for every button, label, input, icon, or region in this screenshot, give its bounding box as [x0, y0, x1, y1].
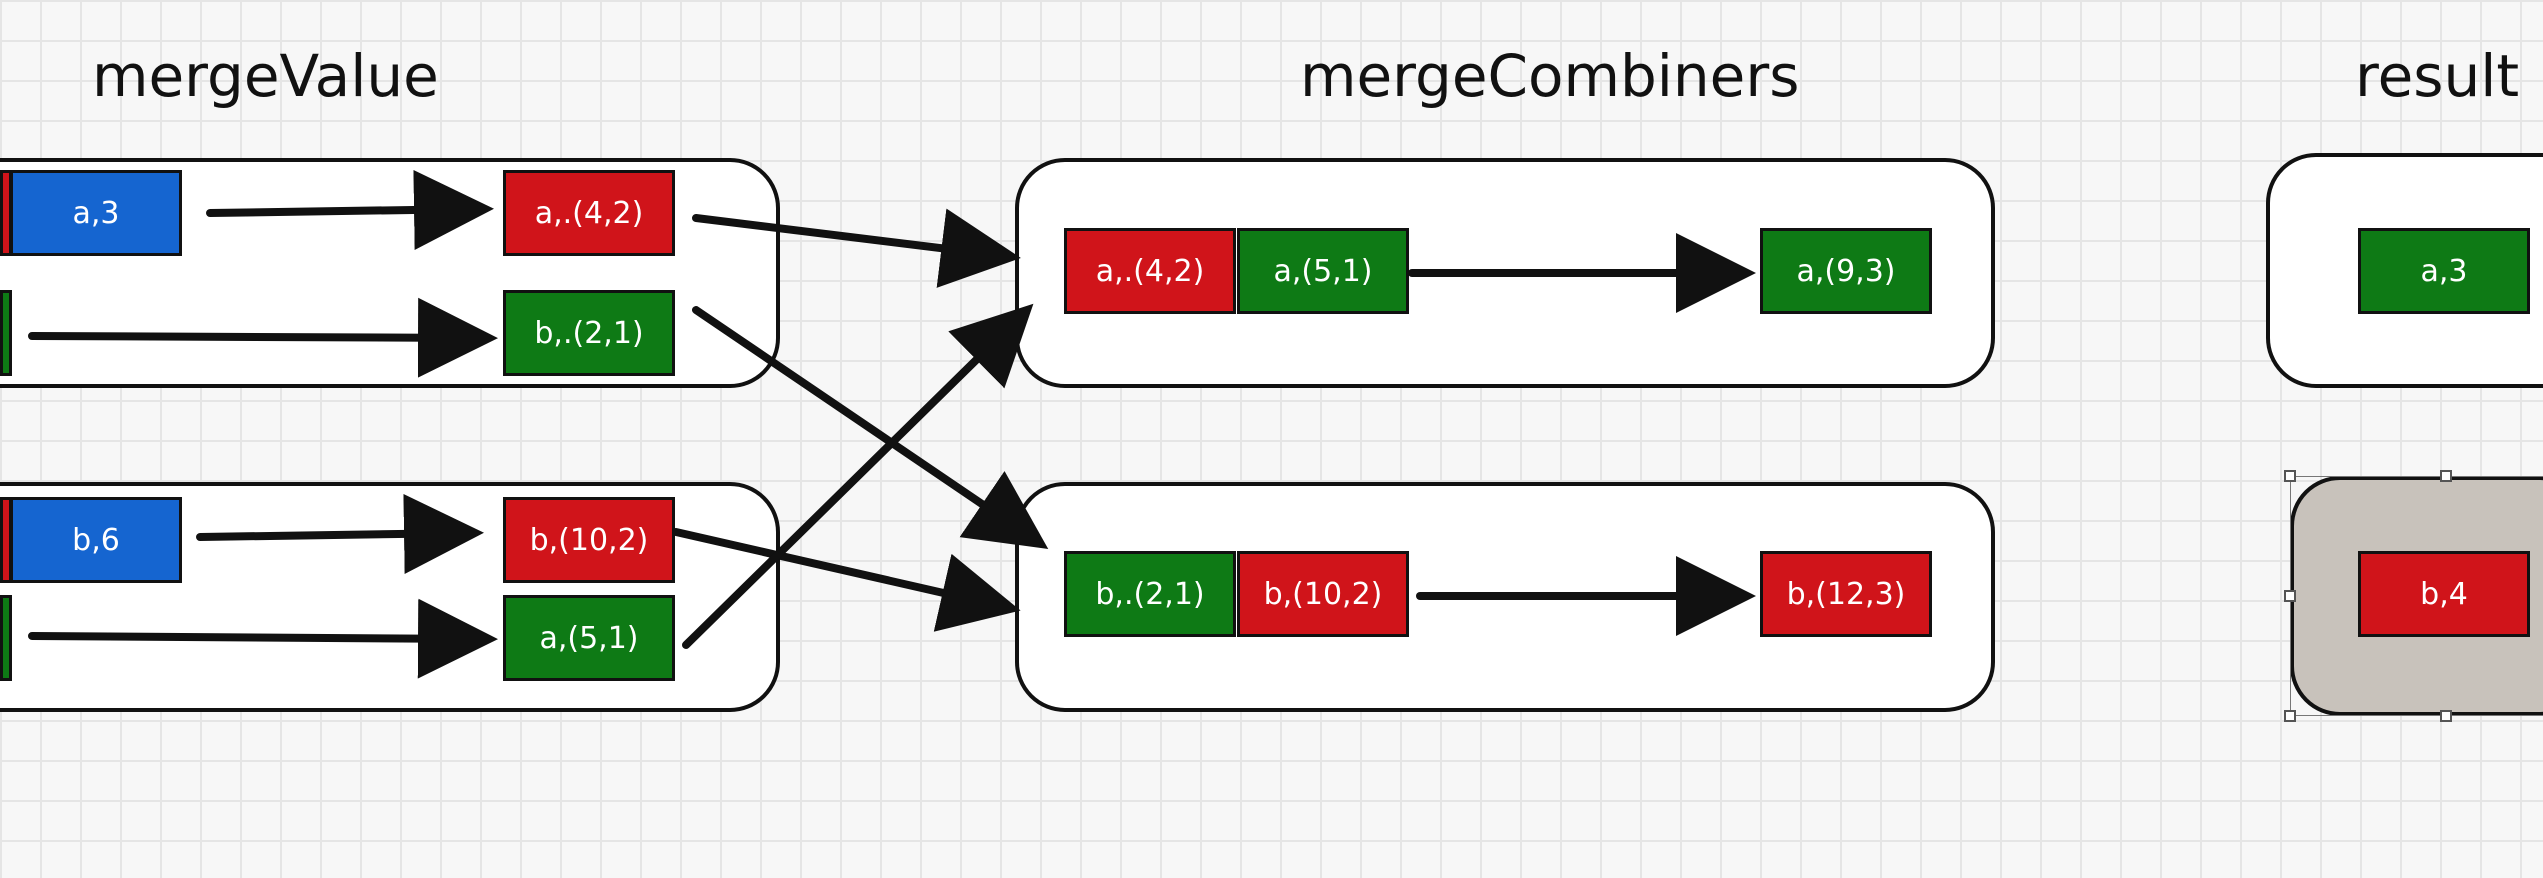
merge-value-output-a-cell[interactable]: a,.(4,2): [503, 170, 675, 256]
merge-value-output-a-cell[interactable]: a,(5,1): [503, 595, 675, 681]
partial-green-cell[interactable]: [0, 290, 12, 376]
resize-handle[interactable]: [2284, 590, 2296, 602]
merge-value-output-b-cell[interactable]: b,(10,2): [503, 497, 675, 583]
resize-handle[interactable]: [2440, 470, 2452, 482]
merge-combiners-title: mergeCombiners: [1300, 42, 1800, 110]
result-title: result: [2355, 42, 2520, 110]
merge-combiners-bottom-left-cell[interactable]: b,.(2,1): [1064, 551, 1236, 637]
merge-combiners-bottom-result-cell[interactable]: b,(12,3): [1760, 551, 1932, 637]
merge-value-title: mergeValue: [92, 42, 439, 110]
merge-combiners-top-left-cell[interactable]: a,.(4,2): [1064, 228, 1236, 314]
merge-combiners-top-right-cell[interactable]: a,(5,1): [1237, 228, 1409, 314]
arrow-to-a51: [28, 598, 498, 679]
merge-value-input-b-cell[interactable]: b,6: [10, 497, 182, 583]
merge-combiners-bottom-right-cell[interactable]: b,(10,2): [1237, 551, 1409, 637]
merge-value-output-b-cell[interactable]: b,.(2,1): [503, 290, 675, 376]
merge-value-input-a-cell[interactable]: a,3: [10, 170, 182, 256]
arrow-a3-to-a42: [206, 169, 494, 250]
resize-handle[interactable]: [2440, 710, 2452, 722]
result-bottom-cell[interactable]: b,4: [2358, 551, 2530, 637]
arrow-b21-to-combiners-bottom: [692, 306, 1049, 549]
arrow-to-b21: [28, 297, 498, 378]
resize-handle[interactable]: [2284, 470, 2296, 482]
arrow-a51-to-combiners-top: [682, 303, 1034, 649]
arrow-b102-to-combiners-bottom: [672, 528, 1021, 632]
resize-handle[interactable]: [2284, 710, 2296, 722]
partial-green-cell[interactable]: [0, 595, 12, 681]
arrow-a42-to-combiners-top: [692, 208, 1021, 288]
result-top-cell[interactable]: a,3: [2358, 228, 2530, 314]
arrow-b6-to-b102: [196, 493, 484, 574]
merge-combiners-top-result-cell[interactable]: a,(9,3): [1760, 228, 1932, 314]
